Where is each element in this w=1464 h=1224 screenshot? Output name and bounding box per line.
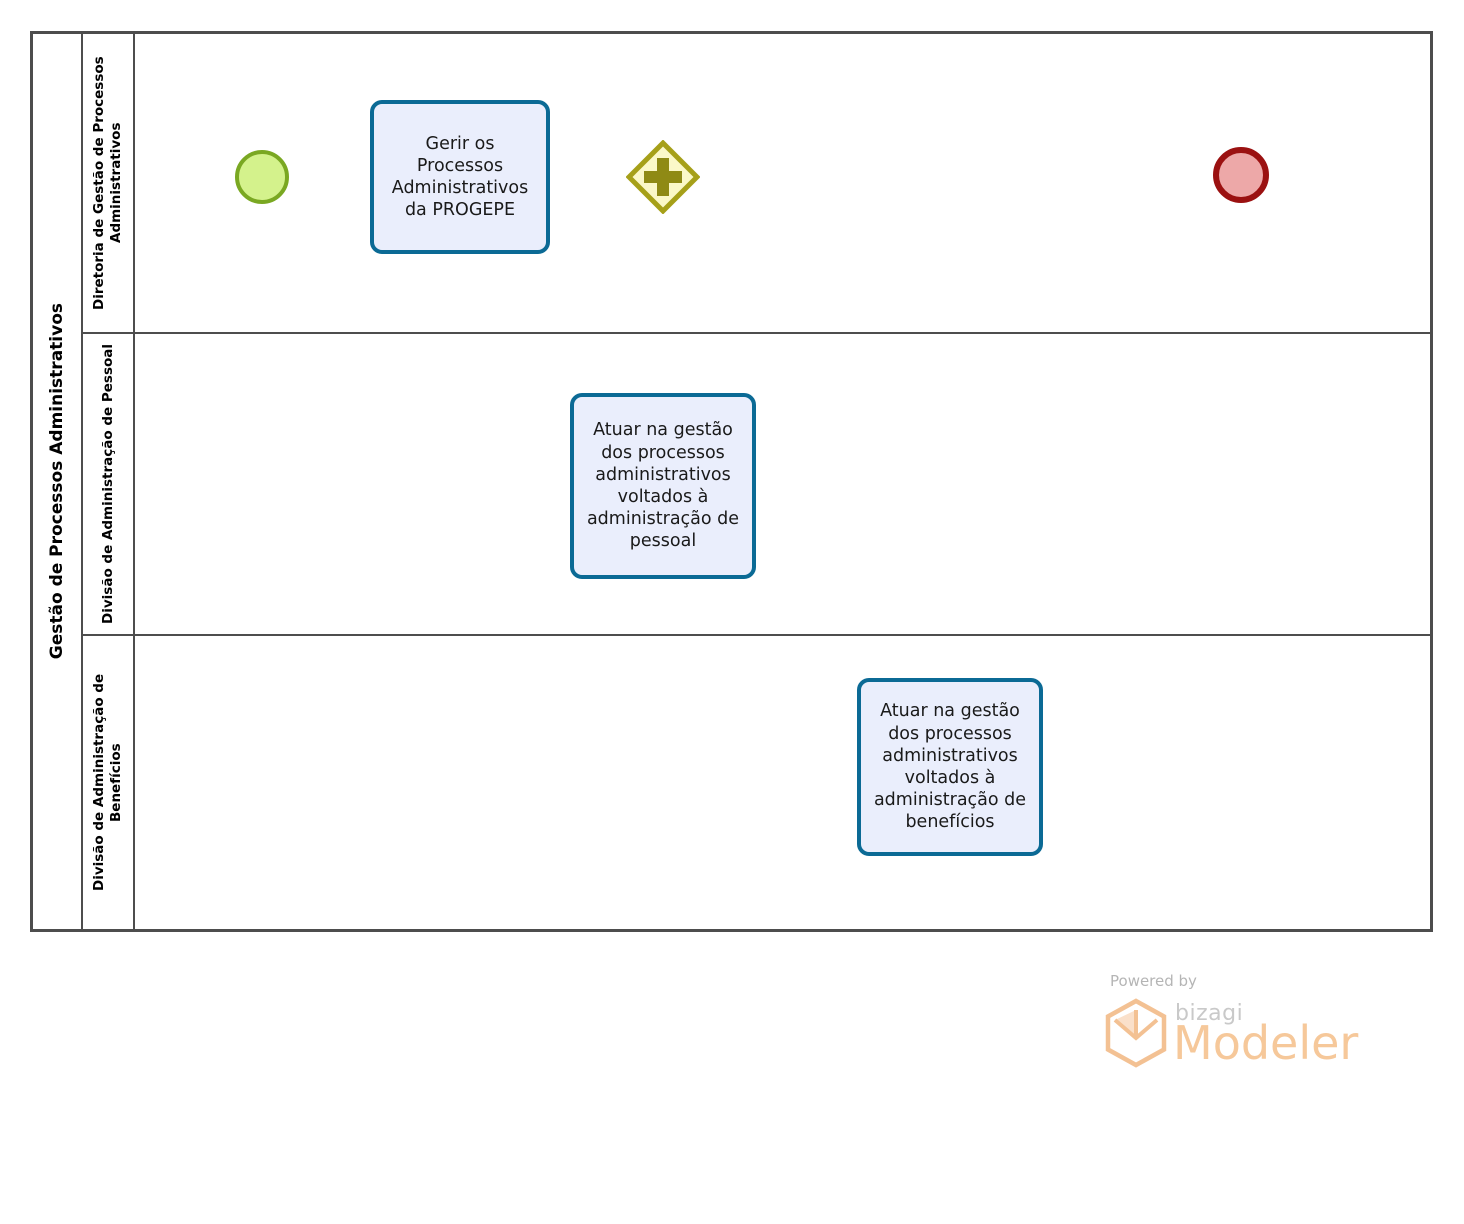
parallel-gateway-icon [626, 140, 700, 214]
task-label: Atuar na gestão dos processos administra… [586, 420, 740, 552]
powered-by-label: Powered by [1110, 972, 1197, 990]
lane-title-label: Divisão de Administração de Benefícios [91, 673, 124, 892]
lane-body-pessoal [135, 334, 1433, 634]
end-event[interactable] [1213, 147, 1269, 203]
bizagi-hexagon-logo-icon [1105, 998, 1167, 1068]
lane-title-label: Divisão de Administração de Pessoal [99, 344, 116, 624]
lane-title-beneficios: Divisão de Administração de Benefícios [83, 636, 135, 929]
start-event[interactable] [235, 150, 289, 204]
task-atuar-na-gestao-administracao-de-beneficios[interactable]: Atuar na gestão dos processos administra… [857, 678, 1043, 856]
bizagi-modeler-watermark: Powered by bizagi Modeler [1103, 972, 1373, 1072]
modeler-wordmark: Modeler [1173, 1016, 1359, 1070]
task-label: Atuar na gestão dos processos administra… [873, 701, 1027, 833]
pool-title-label: Gestão de Processos Administrativos [47, 303, 67, 660]
lane-title-label: Diretoria de Gestão de Processos Adminis… [91, 56, 124, 310]
pool-title: Gestão de Processos Administrativos [33, 34, 83, 929]
lane-diretoria-de-gestao-de-processos-administrativos[interactable]: Diretoria de Gestão de Processos Adminis… [83, 34, 1433, 332]
lane-body-beneficios [135, 636, 1433, 929]
lane-divisao-de-administracao-de-beneficios[interactable]: Divisão de Administração de Benefícios [83, 634, 1433, 929]
parallel-gateway[interactable] [626, 140, 700, 214]
lane-title-pessoal: Divisão de Administração de Pessoal [83, 334, 135, 634]
lane-title-diretoria: Diretoria de Gestão de Processos Adminis… [83, 34, 135, 332]
bizagi-wordmark: bizagi [1175, 1001, 1244, 1026]
task-atuar-na-gestao-administracao-de-pessoal[interactable]: Atuar na gestão dos processos administra… [570, 393, 756, 579]
task-label: Gerir os Processos Administrativos da PR… [391, 133, 529, 221]
task-gerir-os-processos-administrativos-da-progepe[interactable]: Gerir os Processos Administrativos da PR… [370, 100, 550, 254]
lane-divisao-de-administracao-de-pessoal[interactable]: Divisão de Administração de Pessoal [83, 332, 1433, 634]
